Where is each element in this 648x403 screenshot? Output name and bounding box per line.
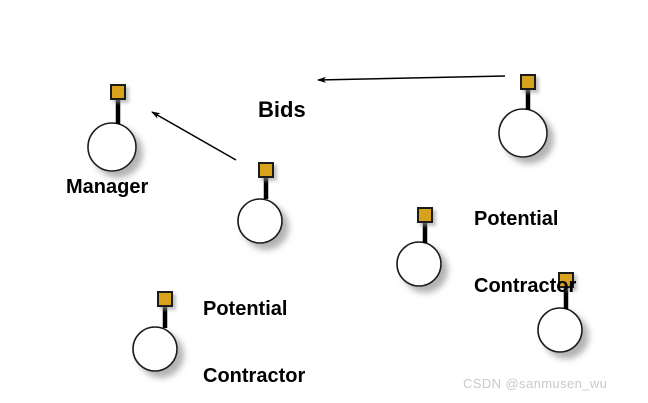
actor-head-square-icon — [520, 74, 536, 90]
label-line-1: Potential — [203, 297, 288, 320]
watermark-text: CSDN @sanmusen_wu — [463, 376, 608, 391]
actor-head-square-icon — [110, 84, 126, 100]
actors-layer — [87, 74, 583, 372]
actor-manager[interactable] — [87, 84, 137, 172]
label-line-1: Potential — [474, 207, 559, 230]
actor-head-square-icon — [157, 291, 173, 307]
actor-actor-center[interactable] — [396, 207, 442, 287]
actor-actor-bottom-right[interactable] — [537, 272, 583, 353]
actor-body-circle — [87, 122, 137, 172]
actor-body-circle — [537, 307, 583, 353]
actor-body-circle — [498, 108, 548, 158]
label-potential-contractor-right: Potential Contractor — [474, 163, 576, 342]
label-manager-line: Manager — [66, 176, 149, 198]
actor-body-circle — [132, 326, 178, 372]
actor-potential-contractor-right[interactable] — [498, 74, 548, 158]
label-line-2: Contractor — [203, 364, 306, 387]
arrow-lower — [151, 111, 237, 161]
actor-potential-contractor-left[interactable] — [237, 162, 283, 244]
actor-head-square-icon — [558, 272, 574, 288]
actor-head-square-icon — [258, 162, 274, 178]
label-manager: Manager — [66, 176, 148, 198]
arrow-top — [317, 75, 506, 83]
actor-body-circle — [396, 241, 442, 287]
actor-head-square-icon — [417, 207, 433, 223]
arrows-layer — [151, 75, 506, 161]
label-bids: Bids — [258, 97, 306, 122]
label-line-2: Contractor — [474, 274, 577, 297]
actor-actor-bottom-left[interactable] — [132, 291, 178, 372]
actor-body-circle — [237, 198, 283, 244]
label-potential-contractor-left: Potential Contractor — [203, 253, 305, 403]
